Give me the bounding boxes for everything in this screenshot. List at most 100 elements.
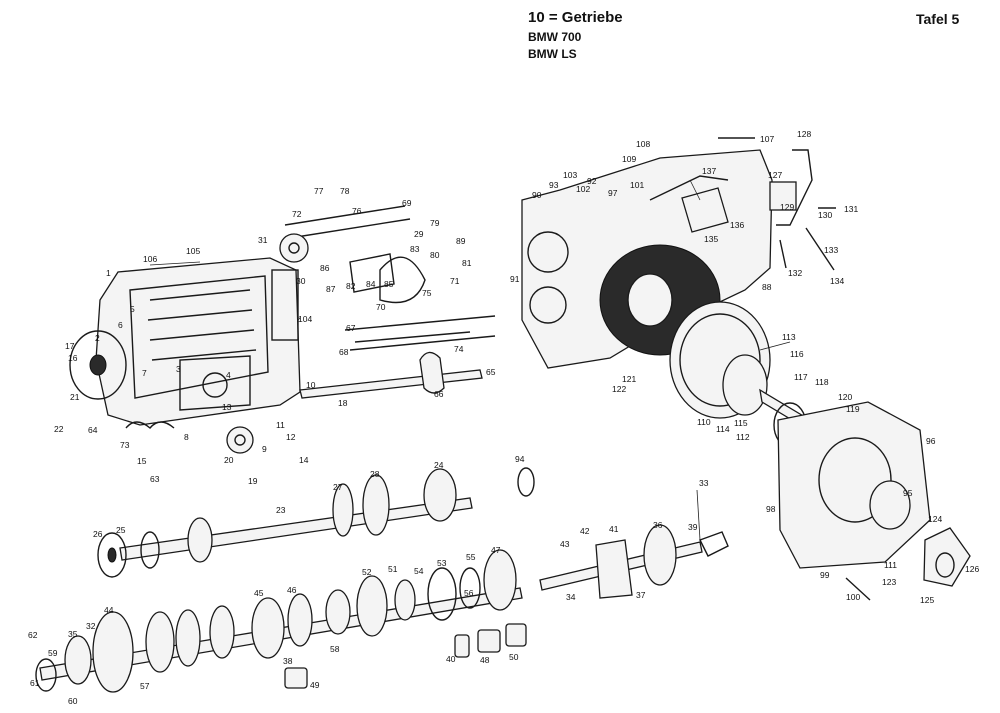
callout-22: 22 xyxy=(54,424,64,434)
callout-111: 111 xyxy=(884,560,897,570)
callout-24: 24 xyxy=(434,460,444,470)
callout-85: 85 xyxy=(384,279,394,289)
lower-gear-cluster xyxy=(35,549,527,693)
callout-102: 102 xyxy=(576,184,590,194)
callout-71: 71 xyxy=(450,276,460,286)
callout-49: 49 xyxy=(310,680,320,690)
leader-lines xyxy=(149,179,791,541)
callout-115: 115 xyxy=(734,418,748,428)
callout-56: 56 xyxy=(464,588,474,598)
callout-87: 87 xyxy=(326,284,336,294)
callout-95: 95 xyxy=(903,488,913,498)
callout-labels: 1 2 3 4 5 6 7 8 9 10 11 12 13 14 15 16 1… xyxy=(28,129,979,706)
callout-54: 54 xyxy=(414,566,424,576)
callout-36: 36 xyxy=(653,520,663,530)
callout-112: 112 xyxy=(736,432,750,442)
callout-123: 123 xyxy=(882,577,896,587)
callout-18: 18 xyxy=(338,398,348,408)
callout-46: 46 xyxy=(287,585,297,595)
callout-52: 52 xyxy=(362,567,372,577)
callout-12: 12 xyxy=(286,432,296,442)
callout-137: 137 xyxy=(702,166,716,176)
callout-44: 44 xyxy=(104,605,114,615)
callout-2: 2 xyxy=(95,333,100,343)
callout-94: 94 xyxy=(515,454,525,464)
callout-35: 35 xyxy=(68,629,78,639)
callout-5: 5 xyxy=(130,304,135,314)
callout-33: 33 xyxy=(699,478,709,488)
callout-91: 91 xyxy=(510,274,520,284)
plate-number: Tafel 5 xyxy=(916,11,960,27)
callout-37: 37 xyxy=(636,590,646,600)
callout-78: 78 xyxy=(340,186,350,196)
callout-10: 10 xyxy=(306,380,316,390)
callout-105: 105 xyxy=(186,246,200,256)
callout-93: 93 xyxy=(549,180,559,190)
callout-16: 16 xyxy=(68,353,78,363)
callout-86: 86 xyxy=(320,263,330,273)
pinion-shaft xyxy=(539,524,729,599)
callout-81: 81 xyxy=(462,258,472,268)
callout-103: 103 xyxy=(563,170,577,180)
callout-63: 63 xyxy=(150,474,160,484)
callout-79: 79 xyxy=(430,218,440,228)
callout-67: 67 xyxy=(346,323,356,333)
callout-25: 25 xyxy=(116,525,126,535)
callout-113: 113 xyxy=(782,332,796,342)
main-shaft xyxy=(97,467,535,578)
callout-57: 57 xyxy=(140,681,150,691)
callout-75: 75 xyxy=(422,288,432,298)
callout-121: 121 xyxy=(622,374,636,384)
callout-89: 89 xyxy=(456,236,466,246)
callout-83: 83 xyxy=(410,244,420,254)
callout-51: 51 xyxy=(388,564,398,574)
callout-109: 109 xyxy=(622,154,636,164)
callout-97: 97 xyxy=(608,188,618,198)
callout-1: 1 xyxy=(106,268,111,278)
callout-42: 42 xyxy=(580,526,590,536)
callout-38: 38 xyxy=(283,656,293,666)
callout-13: 13 xyxy=(222,402,232,412)
gearbox-housing-left xyxy=(69,257,301,454)
callout-110: 110 xyxy=(697,417,711,427)
callout-7: 7 xyxy=(142,368,147,378)
callout-32: 32 xyxy=(86,621,96,631)
callout-92: 92 xyxy=(587,176,597,186)
callout-119: 119 xyxy=(846,404,860,414)
callout-30: 30 xyxy=(296,276,306,286)
callout-29: 29 xyxy=(414,229,424,239)
callout-21: 21 xyxy=(70,392,80,402)
callout-107: 107 xyxy=(760,134,774,144)
callout-64: 64 xyxy=(88,425,98,435)
callout-74: 74 xyxy=(454,344,464,354)
callout-14: 14 xyxy=(299,455,309,465)
callout-106: 106 xyxy=(143,254,157,264)
plate-title: 10 = Getriebe xyxy=(528,9,623,26)
callout-114: 114 xyxy=(716,424,730,434)
callout-77: 77 xyxy=(314,186,324,196)
callout-23: 23 xyxy=(276,505,286,515)
callout-55: 55 xyxy=(466,552,476,562)
callout-136: 136 xyxy=(730,220,744,230)
callout-31: 31 xyxy=(258,235,268,245)
callout-9: 9 xyxy=(262,444,267,454)
callout-17: 17 xyxy=(65,341,75,351)
callout-104: 104 xyxy=(298,314,312,324)
callout-50: 50 xyxy=(509,652,519,662)
callout-82: 82 xyxy=(346,281,356,291)
callout-47: 47 xyxy=(491,545,501,555)
callout-45: 45 xyxy=(254,588,264,598)
callout-129: 129 xyxy=(780,202,794,212)
callout-101: 101 xyxy=(630,180,644,190)
callout-53: 53 xyxy=(437,558,447,568)
callout-43: 43 xyxy=(560,539,570,549)
callout-19: 19 xyxy=(248,476,258,486)
callout-128: 128 xyxy=(797,129,811,139)
callout-61: 61 xyxy=(30,678,40,688)
callout-48: 48 xyxy=(480,655,490,665)
callout-68: 68 xyxy=(339,347,349,357)
callout-72: 72 xyxy=(292,209,302,219)
callout-26: 26 xyxy=(93,529,103,539)
callout-90: 90 xyxy=(532,190,542,200)
callout-59: 59 xyxy=(48,648,58,658)
